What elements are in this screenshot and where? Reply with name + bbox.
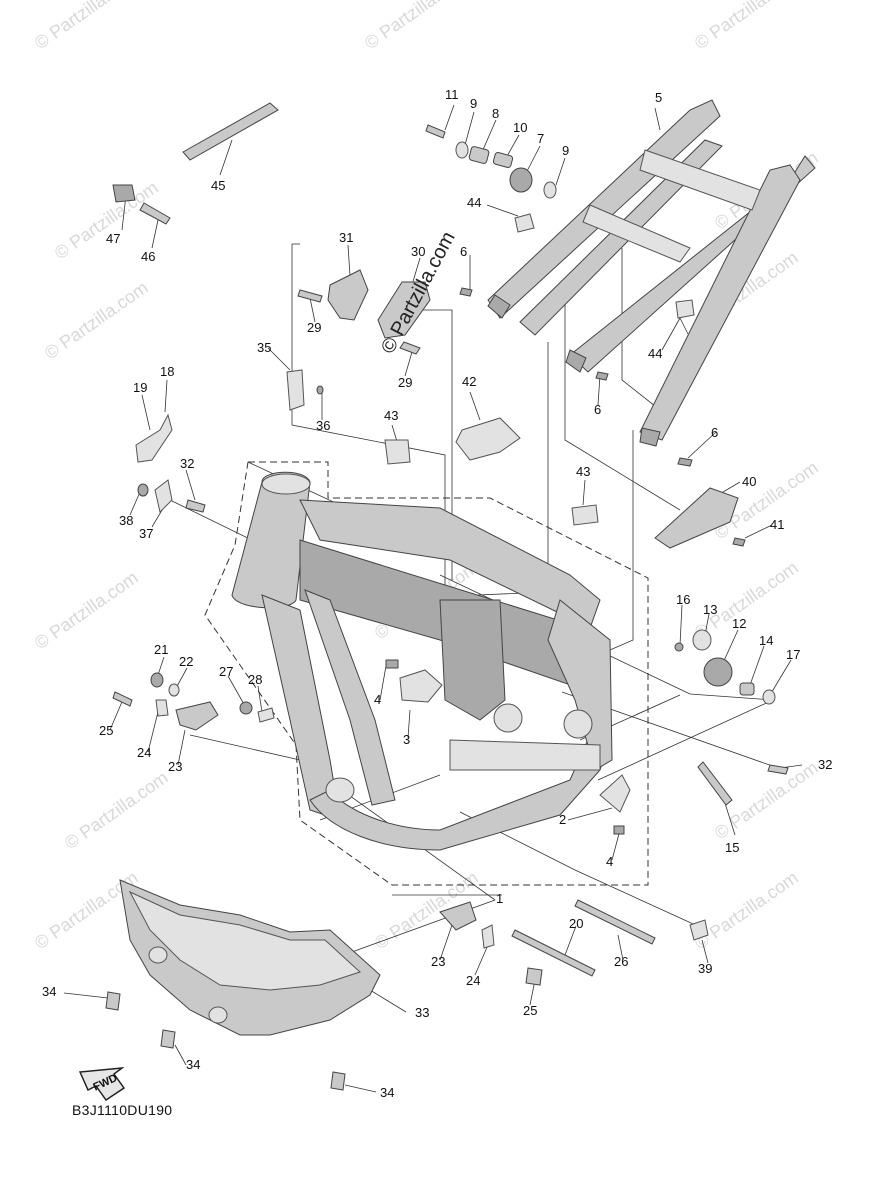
callout-38: 38 (119, 513, 133, 528)
callout-16: 16 (676, 592, 690, 607)
callout-3: 3 (403, 732, 410, 747)
fwd-arrow: FWD (78, 1067, 126, 1102)
callout-43-2: 43 (576, 464, 590, 479)
callout-35: 35 (257, 340, 271, 355)
callout-4-2: 4 (606, 854, 613, 869)
main-frame (231, 471, 613, 851)
callout-23: 23 (168, 759, 182, 774)
callout-29: 29 (307, 320, 321, 335)
callout-25-2: 25 (523, 1003, 537, 1018)
callout-33: 33 (415, 1005, 429, 1020)
watermark-6: © Partzilla.com (31, 567, 142, 653)
callout-17: 17 (786, 647, 800, 662)
callout-47: 47 (106, 231, 120, 246)
callout-46: 46 (141, 249, 155, 264)
skid-plate (119, 879, 381, 1036)
watermark-16: © Partzilla.com (61, 767, 172, 853)
callout-45: 45 (211, 178, 225, 193)
callout-7: 7 (537, 131, 544, 146)
callout-32: 32 (180, 456, 194, 471)
callout-28: 28 (248, 672, 262, 687)
callout-24: 24 (137, 745, 151, 760)
callout-18: 18 (160, 364, 174, 379)
callout-40: 40 (742, 474, 756, 489)
callout-34: 34 (42, 984, 56, 999)
watermark-1: © Partzilla.com (31, 0, 142, 53)
callout-6-3: 6 (711, 425, 718, 440)
callout-layer: 1234456667899101112131415161718192021222… (42, 87, 832, 1100)
callout-4: 4 (374, 692, 381, 707)
watermark-2: © Partzilla.com (361, 0, 472, 53)
callout-13: 13 (703, 602, 717, 617)
callout-36: 36 (316, 418, 330, 433)
callout-34-2: 34 (186, 1057, 200, 1072)
callout-2: 2 (559, 812, 566, 827)
callout-26: 26 (614, 954, 628, 969)
callout-44-2: 44 (648, 346, 662, 361)
callout-23-2: 23 (431, 954, 445, 969)
callout-6: 6 (460, 244, 467, 259)
callout-12: 12 (732, 616, 746, 631)
diagram-code: B3J1110DU190 (72, 1102, 173, 1118)
callout-22: 22 (179, 654, 193, 669)
callout-15: 15 (725, 840, 739, 855)
callout-25: 25 (99, 723, 113, 738)
callout-9: 9 (470, 96, 477, 111)
callout-43: 43 (384, 408, 398, 423)
callout-32-2: 32 (818, 757, 832, 772)
callout-9-2: 9 (562, 143, 569, 158)
callout-30: 30 (411, 244, 425, 259)
callout-31: 31 (339, 230, 353, 245)
callout-8: 8 (492, 106, 499, 121)
parts-artwork (105, 99, 816, 1091)
callout-20: 20 (569, 916, 583, 931)
callout-19: 19 (133, 380, 147, 395)
callout-1: 1 (496, 891, 503, 906)
callout-29-2: 29 (398, 375, 412, 390)
watermark-4: © Partzilla.com (41, 277, 152, 363)
callout-6-2: 6 (594, 402, 601, 417)
watermark-3: © Partzilla.com (691, 0, 802, 53)
callout-5: 5 (655, 90, 662, 105)
callout-39: 39 (698, 961, 712, 976)
callout-21: 21 (154, 642, 168, 657)
callout-10: 10 (513, 120, 527, 135)
callout-11: 11 (445, 87, 459, 102)
callout-44: 44 (467, 195, 481, 210)
rear-subframe (487, 99, 816, 447)
callout-42: 42 (462, 374, 476, 389)
callout-37: 37 (139, 526, 153, 541)
callout-27: 27 (219, 664, 233, 679)
callout-34-3: 34 (380, 1085, 394, 1100)
callout-14: 14 (759, 633, 773, 648)
watermark-11: © Partzilla.com (691, 867, 802, 953)
callout-24-2: 24 (466, 973, 480, 988)
callout-41: 41 (770, 517, 784, 532)
